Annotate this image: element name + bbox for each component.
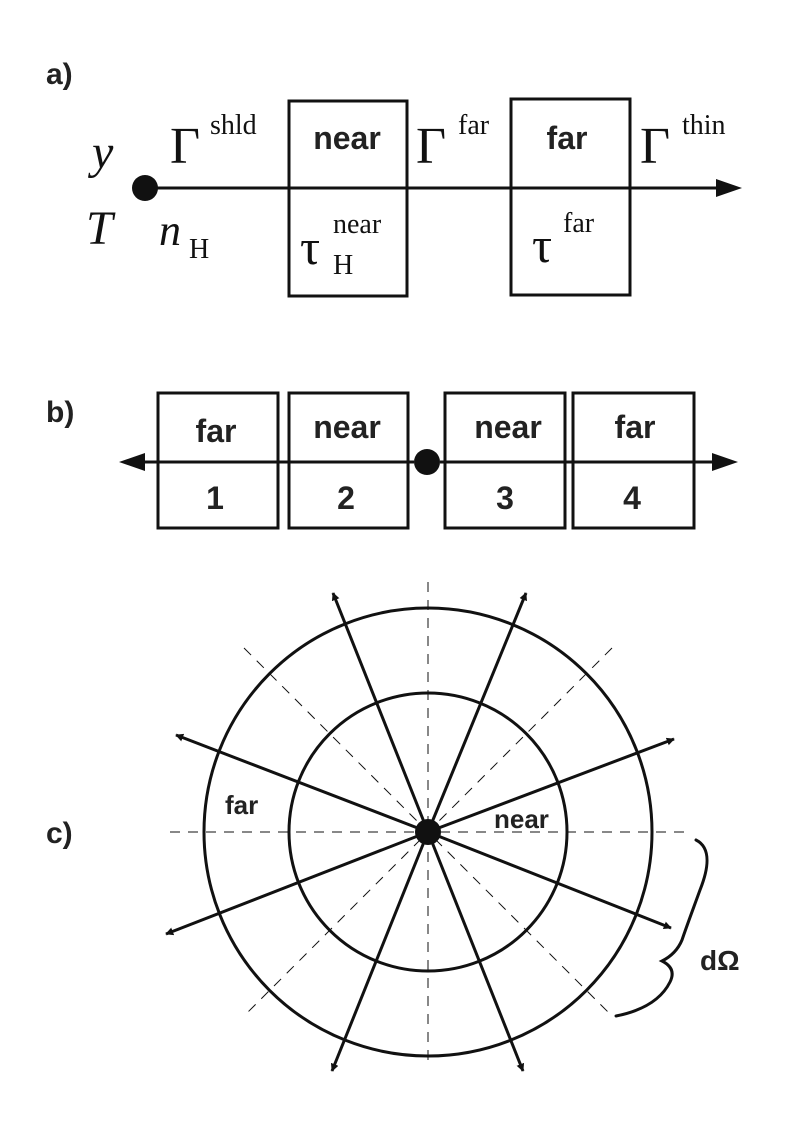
ray-2: [426, 592, 528, 833]
cell-box-2: [287, 391, 410, 530]
solid-angle-brace: [614, 838, 709, 1018]
ray-7: [165, 830, 429, 936]
far-region-label: far: [225, 790, 258, 820]
outer-circle: [202, 606, 654, 1058]
ray-3: [427, 737, 675, 834]
far-box: [509, 97, 632, 297]
tau-near-superscript: near: [333, 209, 382, 240]
ray-1: [331, 592, 430, 833]
cell-box-1: [156, 391, 280, 530]
ray-8: [175, 733, 429, 834]
tau-near-subscript: H: [333, 250, 353, 281]
tau-far-symbol: τ: [532, 217, 552, 273]
cell-box-3: [443, 391, 567, 530]
cell-4-number: 4: [623, 480, 641, 516]
gamma-far-superscript: far: [458, 110, 490, 141]
symbol-y: y: [87, 126, 114, 179]
panel-b: b) far 1 near 2 near 3 far 4: [46, 391, 738, 530]
ray-right-arrowhead: [712, 453, 738, 471]
panel-c: c) far near dΩ: [46, 582, 740, 1072]
panel-b-label: b): [46, 396, 74, 429]
ray-6: [330, 831, 430, 1072]
inner-circle: [287, 691, 569, 973]
cell-box-4: [571, 391, 696, 530]
symbol-T: T: [86, 202, 116, 255]
cell-2-top: near: [313, 409, 381, 445]
gamma-shld-superscript: shld: [210, 110, 257, 141]
far-box-title: far: [547, 120, 588, 156]
symbol-n-subscript: H: [189, 234, 209, 265]
source-dot: [132, 175, 158, 201]
panel-a-label: a): [46, 58, 73, 91]
gamma-thin-superscript: thin: [682, 110, 726, 141]
ray-left-arrowhead: [119, 453, 145, 471]
gamma-thin-symbol: Γ: [640, 118, 670, 175]
ray-5: [426, 831, 525, 1072]
ray-4: [427, 830, 672, 930]
cell-3-number: 3: [496, 480, 514, 516]
gamma-shld-symbol: Γ: [170, 118, 200, 175]
cell-1-number: 1: [206, 480, 224, 516]
cell-2-number: 2: [337, 480, 355, 516]
panel-a: a) y T n H Γ shld Γ far Γ thin near τ ne…: [46, 58, 742, 298]
near-box-title: near: [313, 120, 381, 156]
source-dot-b: [414, 449, 440, 475]
cell-4-top: far: [615, 409, 656, 445]
cell-3-top: near: [474, 409, 542, 445]
cell-1-top: far: [196, 413, 237, 449]
symbol-n: n: [159, 206, 181, 255]
tau-far-superscript: far: [563, 208, 595, 239]
source-dot-c: [415, 819, 441, 845]
near-region-label: near: [494, 804, 549, 834]
gamma-far-symbol: Γ: [416, 118, 446, 175]
solid-angle-label: dΩ: [700, 945, 740, 976]
tau-near-symbol: τ: [300, 219, 320, 275]
panel-c-label: c): [46, 817, 73, 850]
near-box: [287, 99, 409, 298]
ray-arrowhead: [716, 179, 742, 197]
